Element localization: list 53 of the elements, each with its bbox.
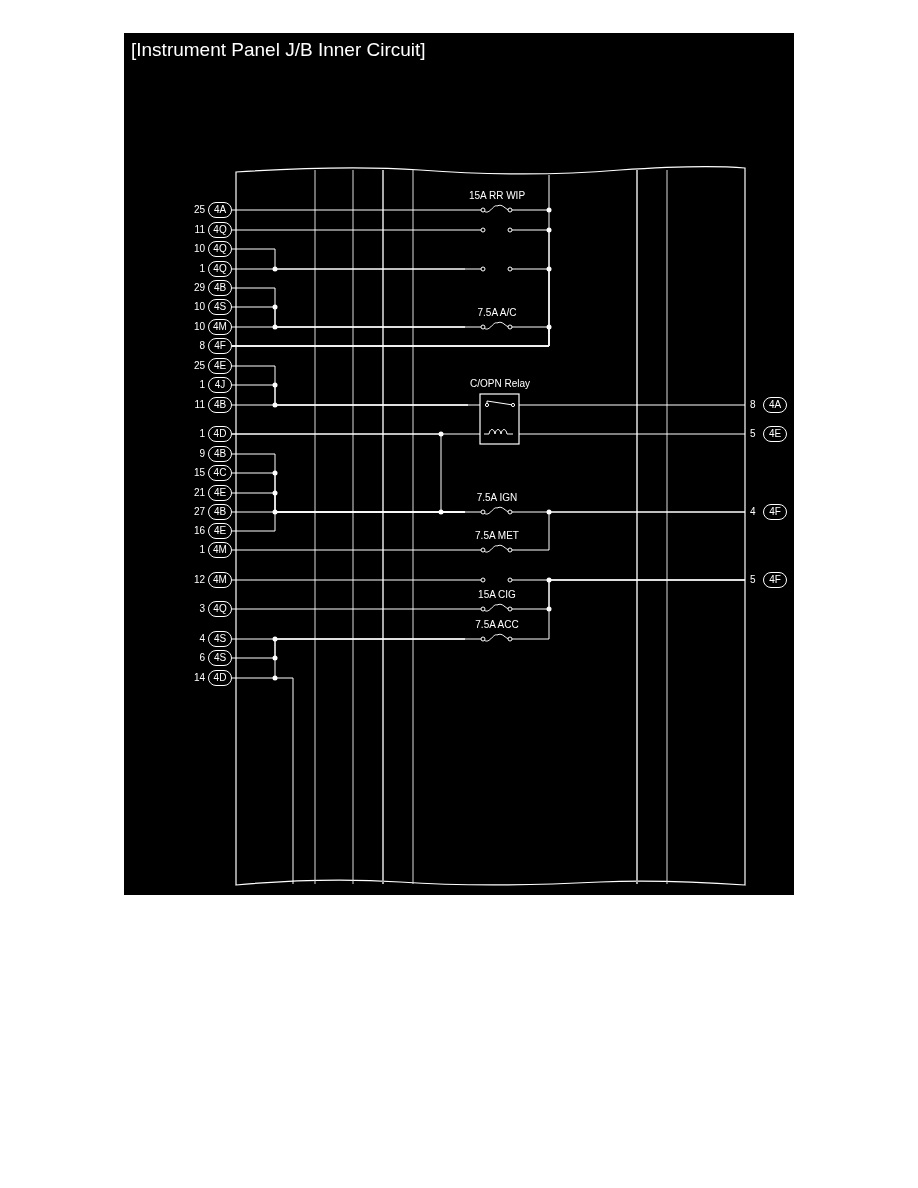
pin-number: 6: [199, 651, 205, 665]
pin-number: 1: [199, 427, 205, 441]
pin-number: 27: [193, 505, 205, 519]
wire: [231, 549, 466, 551]
wire: [231, 608, 466, 610]
wire: [231, 326, 466, 328]
wire: [528, 579, 746, 640]
wire: [231, 511, 466, 532]
pin-number: 25: [193, 203, 205, 217]
pin-number: 21: [193, 486, 205, 500]
pin-number: 14: [193, 671, 205, 685]
pin-number: 9: [199, 447, 205, 461]
pin-number: 11: [194, 398, 205, 412]
wire: [231, 268, 466, 270]
wire: [531, 404, 746, 406]
wire: [231, 326, 550, 347]
fuse-label: 7.5A MET: [474, 530, 520, 542]
empty-fuse-slot: [465, 576, 529, 584]
pin-number: 1: [199, 378, 205, 392]
pin-number: 1: [199, 543, 205, 557]
relay-label: C/OPN Relay: [469, 378, 531, 390]
fuse-label: 15A RR WIP: [467, 190, 527, 202]
wire: [531, 433, 746, 435]
fuse-label: 7.5A ACC: [474, 619, 520, 631]
pin-number: 10: [193, 300, 205, 314]
empty-fuse-slot: [465, 265, 529, 273]
pin-number: 4: [750, 505, 756, 519]
wire: [231, 638, 466, 679]
pin-number: 29: [193, 281, 205, 295]
pin-number: 16: [193, 524, 205, 538]
pin-number: 4: [199, 632, 205, 646]
fuse-label: 15A CIG: [477, 589, 517, 601]
diagram-title: [Instrument Panel J/B Inner Circuit]: [131, 38, 426, 62]
pin-number: 5: [750, 573, 756, 587]
pin-number: 1: [199, 262, 205, 276]
empty-fuse-slot: [465, 226, 529, 234]
pin-number: 11: [194, 223, 205, 237]
wire: [231, 209, 466, 211]
wire: [231, 229, 466, 231]
pin-number: 8: [750, 398, 756, 412]
pin-number: 15: [193, 466, 205, 480]
pin-number: 12: [193, 573, 205, 587]
pin-number: 5: [750, 427, 756, 441]
pin-number: 10: [193, 320, 205, 334]
pin-number: 10: [193, 242, 205, 256]
wire: [231, 579, 466, 581]
wire: [528, 511, 746, 551]
pin-number: 8: [199, 339, 205, 353]
pin-number: 3: [199, 602, 205, 616]
pin-number: 25: [193, 359, 205, 373]
fuse-label: 7.5A A/C: [476, 307, 518, 319]
fuse-label: 7.5A IGN: [475, 492, 519, 504]
wire: [231, 404, 469, 406]
